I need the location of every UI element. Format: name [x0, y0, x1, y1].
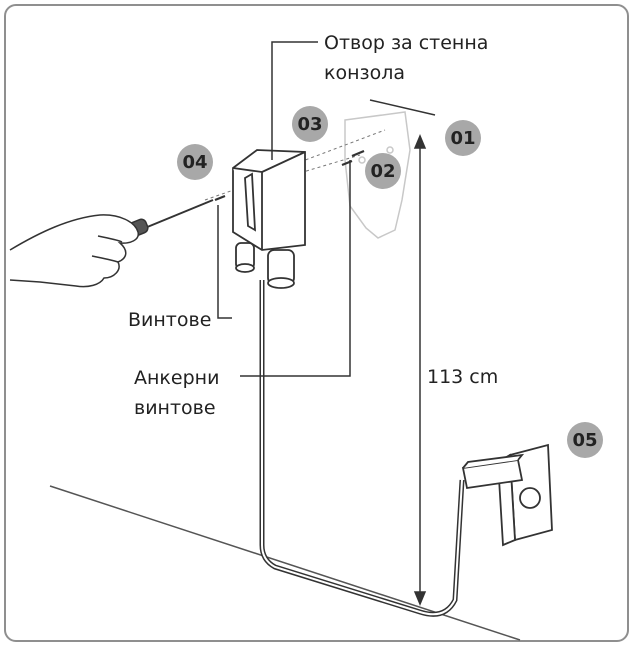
- height-dimension: [369, 99, 436, 606]
- floor-line: [49, 485, 521, 641]
- screws-label: Винтове: [128, 309, 211, 331]
- hand-screwdriver-icon: [9, 199, 214, 288]
- step-badge-04: 04: [177, 144, 213, 180]
- svg-text:05: 05: [572, 430, 597, 451]
- power-cable: [259, 280, 465, 617]
- step-badge-03: 03: [292, 106, 328, 142]
- leader-lines: [217, 41, 351, 377]
- mounted-device: [232, 149, 306, 289]
- anchor-screws-label-2: винтове: [134, 397, 216, 419]
- step-badge-01: 01: [445, 120, 481, 156]
- svg-text:02: 02: [370, 161, 395, 182]
- svg-text:04: 04: [182, 152, 207, 173]
- step-badge-02: 02: [365, 153, 401, 189]
- bracket-hole-label-1: Отвор за стенна: [324, 32, 488, 54]
- svg-text:03: 03: [297, 114, 322, 135]
- diagram-frame: [4, 4, 629, 642]
- wall-bracket-outline: [344, 111, 411, 239]
- step-badge-05: 05: [567, 422, 603, 458]
- bracket-hole-label-2: конзола: [324, 62, 405, 84]
- height-label: 113 cm: [427, 366, 498, 388]
- svg-text:01: 01: [450, 128, 475, 149]
- power-plug-icon: [461, 453, 525, 490]
- anchor-screws-label-1: Анкерни: [134, 367, 219, 389]
